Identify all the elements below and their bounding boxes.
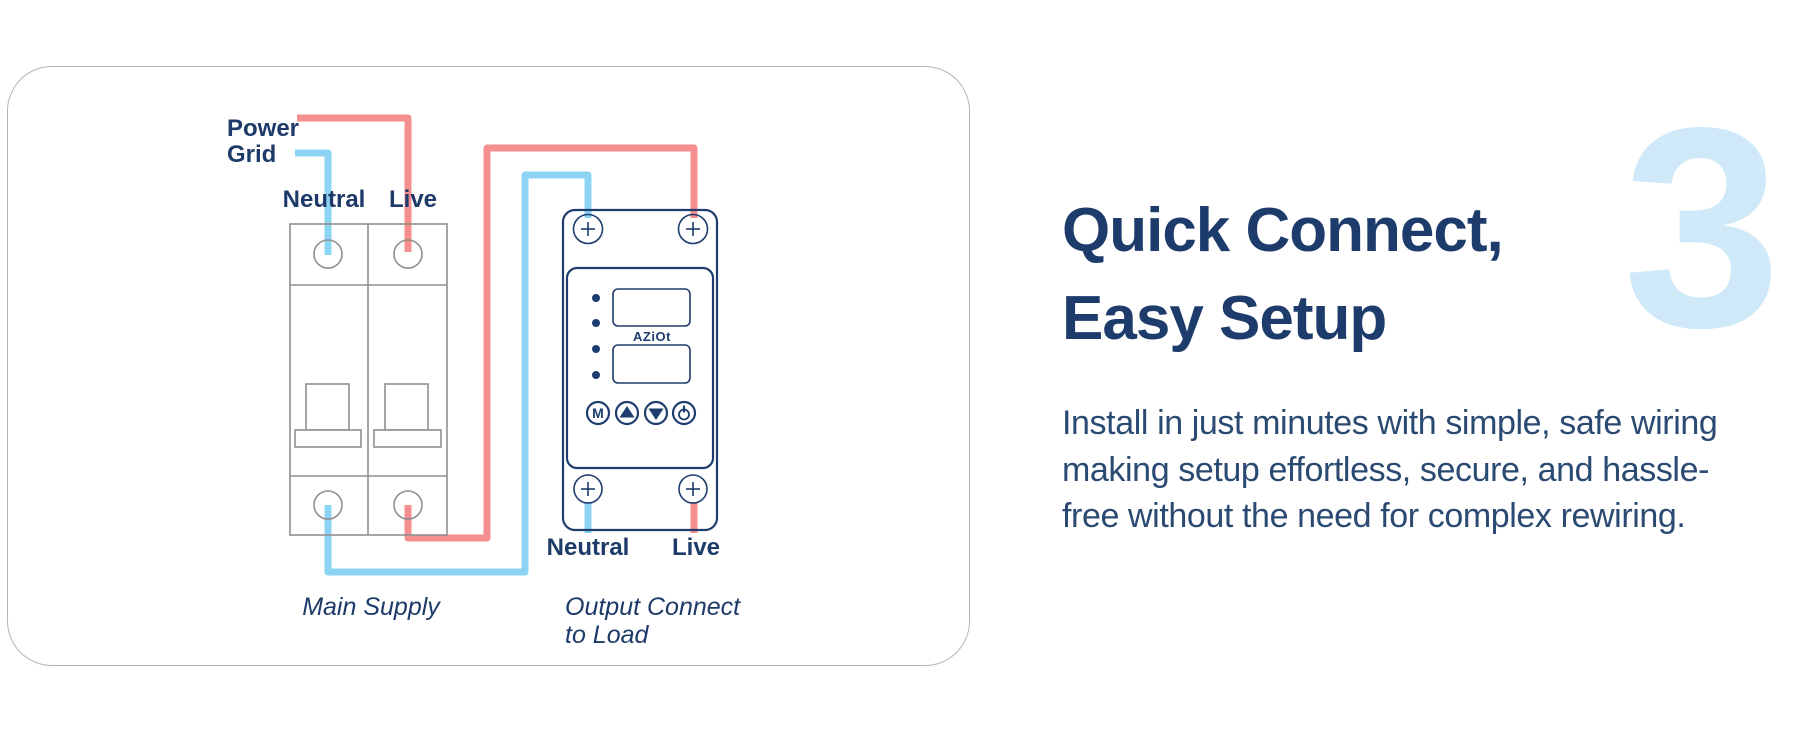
- output-caption-line2: to Load: [565, 621, 650, 649]
- device-body-fill: [563, 210, 717, 530]
- main-supply-caption: Main Supply: [302, 593, 441, 621]
- heading-line1: Quick Connect,: [1062, 196, 1504, 265]
- led-indicators: [592, 294, 600, 379]
- device-terminal-bottom-neutral: [573, 474, 603, 504]
- power-button: [671, 400, 697, 426]
- breaker-terminal-top-neutral: [313, 239, 343, 269]
- circuit-breaker: [289, 223, 448, 536]
- breaker-toggle-left: [294, 383, 362, 448]
- live-wire: [297, 114, 698, 542]
- breaker-live-label: Live: [389, 186, 437, 213]
- breaker-terminal-top-live: [393, 239, 423, 269]
- heading-line2: Easy Setup: [1062, 284, 1387, 353]
- display-window-top: [612, 288, 691, 327]
- power-grid-label-line2: Grid: [227, 141, 276, 168]
- device-neutral-label: Neutral: [547, 534, 630, 561]
- display-window-bottom: [612, 344, 691, 384]
- section-heading: Quick Connect, Easy Setup: [1062, 187, 1504, 363]
- breaker-neutral-label: Neutral: [283, 186, 366, 213]
- breaker-terminal-bottom-live: [393, 490, 423, 520]
- device-buttons: M: [585, 400, 697, 426]
- device-front-panel: [565, 266, 715, 470]
- up-arrow-icon: [619, 406, 635, 418]
- mode-button-label: M: [592, 405, 604, 421]
- device-terminals: [572, 213, 709, 504]
- description-line3: free without the need for complex rewiri…: [1062, 497, 1686, 535]
- output-caption-line1: Output Connect: [565, 593, 741, 621]
- wiring-diagram: AZiOt M: [227, 114, 741, 649]
- description-line1: Install in just minutes with simple, saf…: [1062, 404, 1718, 442]
- neutral-wire: [295, 149, 592, 576]
- voltage-protector-device: AZiOt M: [561, 208, 719, 532]
- down-arrow-icon: [648, 408, 664, 420]
- up-button: [614, 400, 640, 426]
- step-number: 3: [1622, 69, 1782, 387]
- description-line2: making setup effortless, secure, and has…: [1062, 450, 1710, 489]
- brand-logo: AZiOt: [633, 329, 671, 344]
- device-live-label: Live: [672, 534, 720, 561]
- section-description: Install in just minutes with simple, saf…: [1062, 400, 1718, 540]
- device-terminal-top-neutral: [572, 213, 604, 245]
- device-terminal-bottom-live: [678, 474, 708, 504]
- down-button: [643, 400, 669, 426]
- power-grid-label-line1: Power: [227, 115, 299, 142]
- breaker-terminal-bottom-neutral: [313, 490, 343, 520]
- breaker-toggle-right: [373, 383, 442, 448]
- power-icon: [678, 405, 690, 421]
- device-terminal-top-live: [677, 213, 709, 245]
- mode-button: [585, 400, 611, 426]
